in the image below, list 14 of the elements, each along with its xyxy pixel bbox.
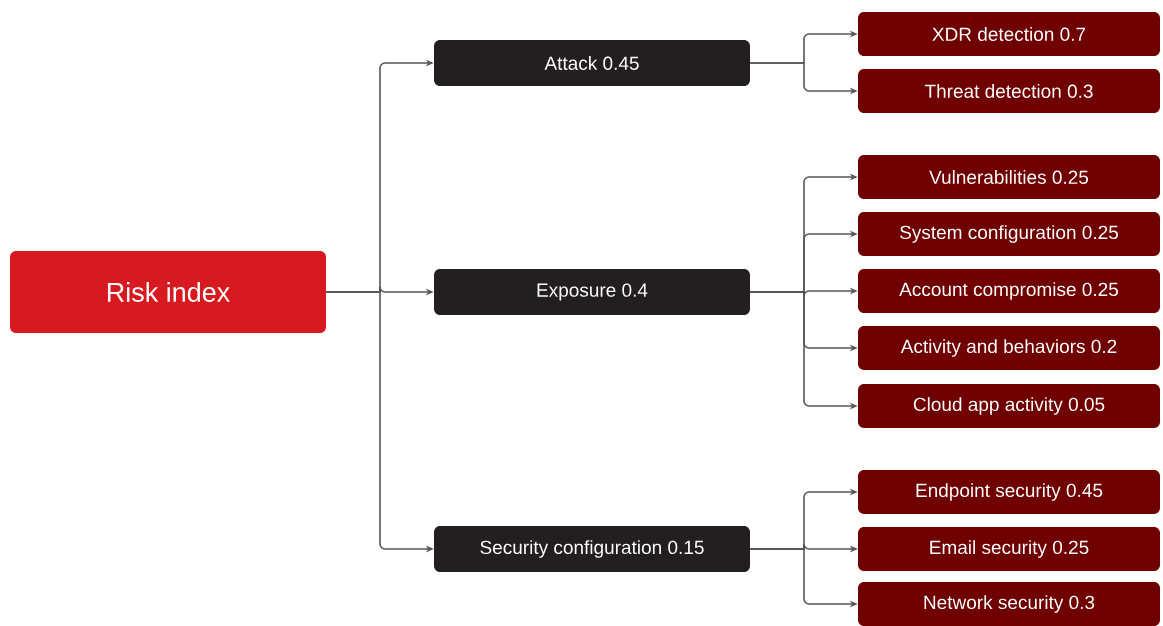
category-box: Attack 0.45 (434, 40, 750, 86)
factor-box: Vulnerabilities 0.25 (858, 155, 1160, 199)
category-box: Exposure 0.4 (434, 269, 750, 315)
category-box: Security configuration 0.15 (434, 526, 750, 572)
factor-box: XDR detection 0.7 (858, 12, 1160, 56)
factor-box: Activity and behaviors 0.2 (858, 326, 1160, 370)
factor-box: Endpoint security 0.45 (858, 470, 1160, 514)
factor-box: Email security 0.25 (858, 527, 1160, 571)
factor-box: Threat detection 0.3 (858, 69, 1160, 113)
factor-box: Account compromise 0.25 (858, 269, 1160, 313)
factor-box: Network security 0.3 (858, 582, 1160, 626)
factor-box: System configuration 0.25 (858, 212, 1160, 256)
factor-box: Cloud app activity 0.05 (858, 384, 1160, 428)
root-box: Risk index (10, 251, 326, 333)
